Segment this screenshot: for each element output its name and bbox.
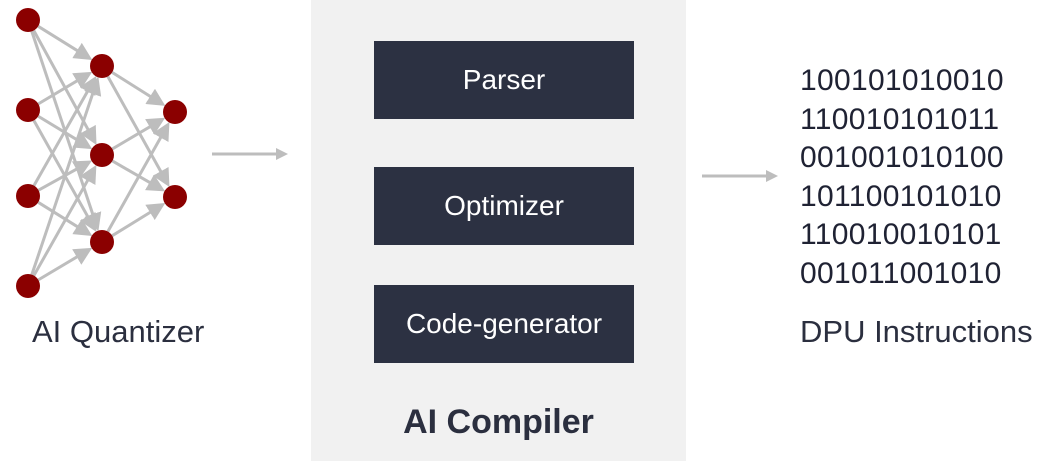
binary-line: 101100101010 — [800, 179, 1002, 213]
network-node-layer-1 — [90, 230, 114, 254]
network-edge — [30, 76, 102, 276]
network-edge — [111, 202, 166, 237]
network-node-layer-0 — [16, 274, 40, 298]
compiler-panel: Parser Optimizer Code-generator AI Compi… — [311, 0, 686, 461]
code-generator-stage-box: Code-generator — [374, 285, 634, 363]
network-edge — [32, 164, 97, 277]
network-node-layer-1 — [90, 143, 114, 167]
flow-arrow-to-output — [702, 170, 778, 182]
binary-line: 110010101011 — [800, 102, 1000, 136]
flow-arrow-to-compiler — [212, 148, 288, 160]
network-edge — [37, 25, 93, 60]
network-edge — [32, 29, 97, 146]
neural-network-graphic — [16, 8, 187, 298]
quantizer-caption: AI Quantizer — [32, 314, 205, 349]
network-node-layer-2 — [163, 100, 187, 124]
binary-line: 110010010101 — [800, 218, 1002, 251]
network-edge — [106, 75, 170, 188]
network-node-layer-0 — [16, 8, 40, 32]
network-edge — [111, 159, 166, 192]
compiler-title: AI Compiler — [403, 403, 594, 441]
network-node-layer-0 — [16, 184, 40, 208]
network-edges — [30, 25, 170, 282]
dpu-instructions-caption: DPU Instructions — [800, 314, 1033, 349]
network-edge — [111, 117, 166, 151]
network-node-layer-0 — [16, 98, 40, 122]
network-edge — [37, 201, 93, 236]
binary-line: 001001010100 — [800, 141, 1004, 174]
parser-stage-box: Parser — [374, 41, 634, 119]
network-edge — [111, 71, 166, 106]
network-node-layer-1 — [90, 54, 114, 78]
network-edge — [32, 75, 97, 187]
network-node-layer-2 — [163, 185, 187, 209]
network-edge — [106, 121, 170, 233]
network-nodes — [16, 8, 187, 298]
binary-line: 001011001010 — [800, 256, 1002, 290]
binary-line: 100101010010 — [800, 64, 1004, 97]
optimizer-stage-box: Optimizer — [374, 167, 634, 245]
binary-instructions-block: 100101010010 110010101011 001001010100 1… — [800, 62, 1004, 293]
network-edge — [37, 247, 93, 282]
